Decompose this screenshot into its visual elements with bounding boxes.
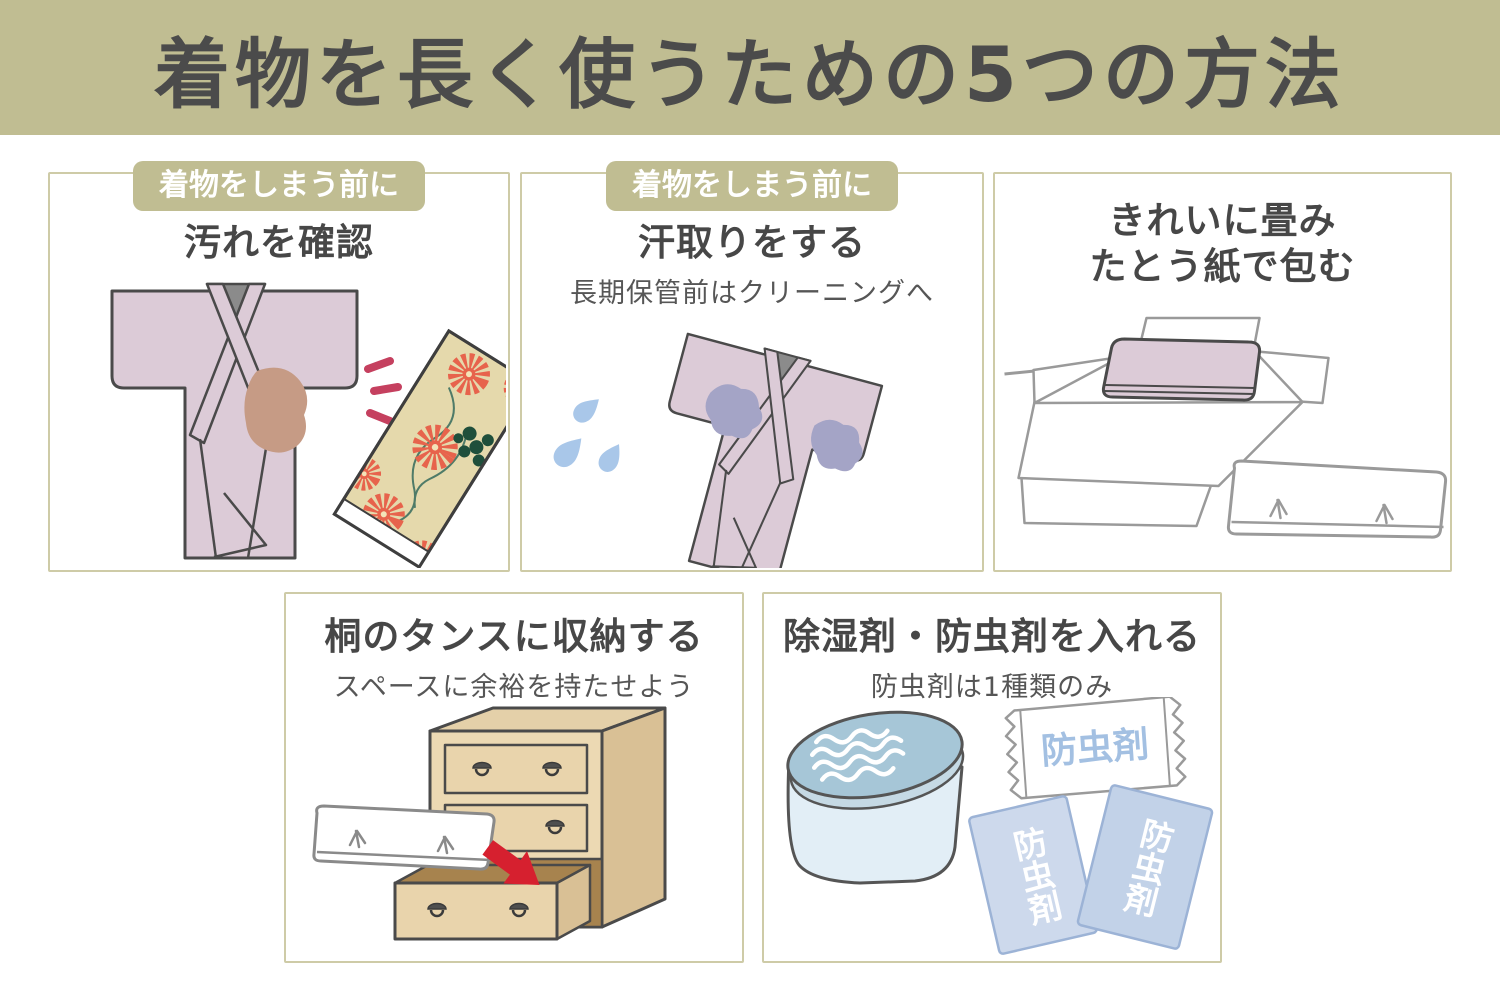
- folded-kimono-figure: [1101, 337, 1261, 402]
- panel-add-agents: 除湿剤・防虫剤を入れる 防虫剤は1種類のみ 防虫剤 防虫剤: [762, 592, 1222, 963]
- panel-store-in-chest: 桐のタンスに収納する スペースに余裕を持たせよう: [284, 592, 744, 963]
- repellent-packet-right-icon: 防虫剤: [1076, 784, 1214, 950]
- agents-illustration: 防虫剤 防虫剤 防虫剤: [786, 697, 1214, 955]
- panel-title-fold-wrap: きれいに畳み たとう紙で包む: [995, 198, 1450, 291]
- tilted-kimono-figure: [629, 327, 885, 568]
- panel-title-remove-sweat: 汗取りをする: [638, 221, 866, 264]
- sweat-stain-left: [705, 384, 763, 439]
- wrapped-kimono-package-icon: [312, 804, 496, 871]
- badge-before-storing-1: 着物をしまう前に: [133, 161, 425, 211]
- panel-fold-and-wrap: きれいに畳み たとう紙で包む: [993, 172, 1452, 572]
- chest-illustration: [312, 706, 667, 941]
- header-banner: 着物を長く使うための5つの方法: [0, 0, 1500, 135]
- red-arrow-icon: [482, 840, 540, 885]
- emphasis-marks-icon: [364, 357, 402, 425]
- kimono-sweat-illustration: [553, 327, 885, 568]
- panel-subtitle-one-kind: 防虫剤は1種類のみ: [870, 672, 1114, 704]
- wrapped-package-icon: [1226, 459, 1447, 539]
- tatoushi-wrap-illustration: [1003, 316, 1447, 539]
- panel-title-check-stains: 汚れを確認: [184, 221, 374, 264]
- title-line-2: たとう紙で包む: [1089, 245, 1356, 289]
- sweat-drops-icon: [553, 399, 620, 472]
- dehumidifier-icon: [786, 710, 965, 885]
- badge-before-storing-2: 着物をしまう前に: [606, 161, 898, 211]
- panel-check-stains: 着物をしまう前に 汚れを確認: [48, 161, 510, 572]
- panel-remove-sweat: 着物をしまう前に 汗取りをする 長期保管前はクリーニングへ: [520, 161, 984, 572]
- kimono-stain-illustration: [110, 282, 506, 568]
- repellent-sachet-label: 防虫剤: [1040, 724, 1151, 772]
- repellent-sachet-icon: 防虫剤: [1004, 697, 1187, 800]
- kimono-fabric-bolt-icon: [332, 328, 506, 568]
- stain-blob: [244, 367, 308, 453]
- repellent-packet-left-icon: 防虫剤: [968, 795, 1098, 955]
- sweat-stain-right: [811, 419, 863, 472]
- panel-title-agents: 除湿剤・防虫剤を入れる: [783, 615, 1201, 658]
- title-line-1: きれいに畳み: [1108, 199, 1337, 242]
- kimono-figure: [110, 282, 359, 560]
- page-title: 着物を長く使うための5つの方法: [154, 29, 1346, 119]
- panel-subtitle-cleaning: 長期保管前はクリーニングへ: [570, 278, 934, 310]
- open-drawer: [393, 863, 592, 941]
- panel-subtitle-space: スペースに余裕を持たせよう: [333, 672, 695, 704]
- panel-title-chest: 桐のタンスに収納する: [324, 615, 704, 658]
